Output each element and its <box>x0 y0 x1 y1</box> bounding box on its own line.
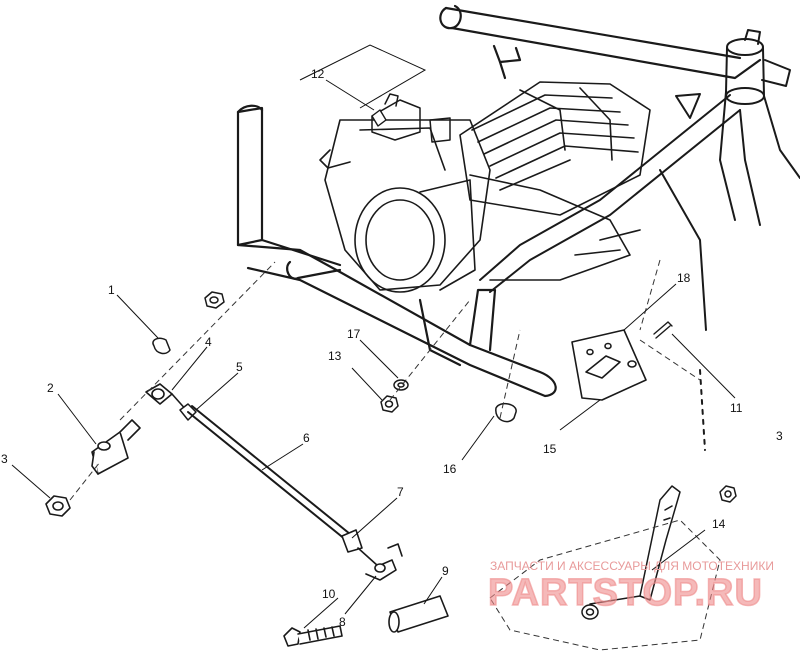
callout-15: 15 <box>543 442 557 456</box>
carburetor <box>371 93 451 143</box>
callout-7: 7 <box>397 485 404 499</box>
part-3-nut-right <box>719 485 737 503</box>
callout-18: 18 <box>677 271 691 285</box>
callout-1: 1 <box>108 283 115 297</box>
callout-12: 12 <box>311 67 325 81</box>
callout-4: 4 <box>205 335 212 349</box>
leader-lines <box>11 79 736 629</box>
part-9-spacer <box>388 595 449 633</box>
part-6-tie-rod <box>187 405 351 541</box>
watermark-tagline: ЗАПЧАСТИ И АКСЕССУАРЫ ДЛЯ МОТОТЕХНИКИ <box>490 559 774 573</box>
frame-top-tube <box>439 4 762 80</box>
part-1-clip <box>152 337 171 355</box>
part-16-bushing <box>495 402 517 423</box>
part-14-steering-arm <box>581 485 681 620</box>
part-14-outline <box>489 519 721 651</box>
watermark-brand: PARTSTOP.RU <box>488 572 763 614</box>
assembly-guide-lines <box>69 259 701 501</box>
part-3-nut-left <box>45 495 71 517</box>
part-17-washer <box>393 379 409 391</box>
engine-detail-box <box>299 44 427 109</box>
callout-16: 16 <box>443 462 457 476</box>
part-11-pin <box>653 321 673 339</box>
engine-crankcase <box>319 119 641 293</box>
part-12-fitting <box>371 109 387 127</box>
callout-10: 10 <box>322 587 336 601</box>
part-15-plate <box>571 329 647 401</box>
callout-2: 2 <box>47 381 54 395</box>
front-bumper <box>236 104 557 398</box>
part-2-clamp <box>91 419 141 475</box>
callout-3-right: 3 <box>776 429 783 443</box>
steering-head <box>675 29 800 226</box>
watermark: ЗАПЧАСТИ И АКСЕССУАРЫ ДЛЯ МОТОТЕХНИКИ PA… <box>487 559 774 615</box>
nut-top <box>204 291 225 309</box>
callout-6: 6 <box>303 431 310 445</box>
frame-downtube <box>479 94 741 451</box>
callout-5: 5 <box>236 360 243 374</box>
part-10-bolt <box>283 625 343 647</box>
callout-17: 17 <box>347 327 361 341</box>
part-7-tie-rod-end <box>341 529 403 581</box>
callout-8: 8 <box>339 615 346 629</box>
callout-13: 13 <box>328 349 342 363</box>
callout-11: 11 <box>730 401 743 415</box>
callout-14: 14 <box>712 517 726 531</box>
part-4-ball-joint <box>145 383 189 413</box>
engine-cylinder-fins <box>459 81 651 216</box>
callout-numbers: 1 2 3 4 5 6 7 8 9 10 11 12 13 14 15 16 1… <box>1 67 783 629</box>
callout-3-left: 3 <box>1 452 8 466</box>
part-13-nut <box>380 395 399 413</box>
callout-9: 9 <box>442 564 449 578</box>
